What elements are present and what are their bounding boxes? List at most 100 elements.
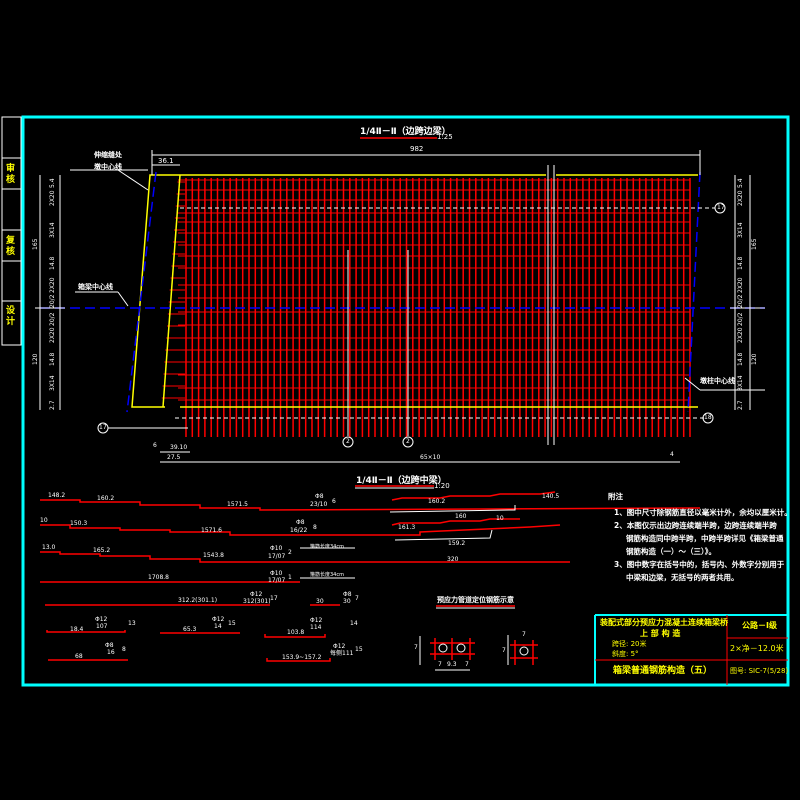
duct-dim-4: 7 <box>465 661 469 668</box>
dim-bottom-6: 6 <box>153 442 157 449</box>
dim-value: 14.8 <box>737 256 744 270</box>
bar13-spec: Φ12 <box>95 616 108 623</box>
dim-top: 982 <box>410 145 424 153</box>
duct-dim-6: 7 <box>522 631 526 638</box>
dim-value: 2X20 <box>737 327 744 343</box>
bar6-count: 23/10 <box>310 501 328 508</box>
bar2-spec: Φ10 <box>270 545 283 552</box>
dim-value: 5.4 <box>49 178 56 188</box>
duct-dim-1: 7 <box>414 644 418 651</box>
bar2-mid: 165.2 <box>93 547 111 554</box>
dim-bottom-main: 65×10 <box>420 454 441 461</box>
dim-value: 2.7 <box>49 400 56 410</box>
note-2: 2、本图仅示出边跨连续端半跨，边跨连续端半跨 <box>614 521 777 530</box>
dim-value: 20/2 <box>737 312 744 326</box>
tb-number: 图号: SIC-7(5/28) <box>730 667 789 675</box>
dim-value: 2X20 <box>737 277 744 293</box>
beam-outline <box>131 174 698 408</box>
bar17-len: 312.2(301.1) <box>178 597 218 604</box>
bar-schedule <box>40 491 701 662</box>
duct-dim-5: 7 <box>502 647 506 654</box>
section2-scale: 1:20 <box>434 482 450 490</box>
bar17-count: 312(301) <box>243 598 271 605</box>
bar7-len: 30 <box>316 598 324 605</box>
bar-total: 320 <box>447 556 459 563</box>
bar1-id: 1 <box>288 574 292 581</box>
barR1-under: 160 <box>455 513 467 520</box>
note-1: 1、图中尺寸除钢筋直径以毫米计外，余均以厘米计。 <box>614 508 792 517</box>
section2-title: 1/4Ⅱ－Ⅱ（边跨中梁） <box>356 476 447 486</box>
barR1-mid: 160.2 <box>428 498 446 505</box>
dim-value: 3X14 <box>737 375 744 391</box>
bar17-spec: Φ12 <box>250 591 263 598</box>
callout-18: 18 <box>704 414 712 421</box>
label-support: 伸缩缝处 <box>94 151 122 159</box>
dim-value: 2X20 <box>49 327 56 343</box>
bar8-spec: Φ8 <box>296 519 305 526</box>
dim-top-small: 36.1 <box>158 157 174 165</box>
bar15b-len: 153.9~157.2 <box>282 654 322 661</box>
barR1-right: 140.5 <box>542 493 560 500</box>
plan-title: 1/4Ⅱ－Ⅱ（边跨边梁） <box>360 127 451 137</box>
bar2-len: 1543.8 <box>203 552 224 559</box>
tb-span: 跨径: 20米 <box>612 640 647 648</box>
notes-list: 1、图中尺寸除钢筋直径以毫米计外，余均以厘米计。 2、本图仅示出边跨连续端半跨，… <box>614 506 792 584</box>
dim-value: 20/2 <box>49 312 56 326</box>
dim-value: 3X14 <box>737 222 744 238</box>
bar15b-count: 每侧111 <box>330 650 354 657</box>
bar15b-spec: Φ12 <box>333 643 346 650</box>
bar6-spec: Φ8 <box>315 493 324 500</box>
callout-2b: 2 <box>406 438 410 445</box>
bar1-len: 1708.8 <box>148 574 169 581</box>
dim-left-total-top: 165 <box>32 238 39 250</box>
bar14-len: 103.8 <box>287 629 305 636</box>
plan-scale: 1:25 <box>437 133 453 141</box>
bar15-spec: Φ12 <box>212 616 225 623</box>
duct-title: 预应力管道定位钢筋示意 <box>437 596 514 604</box>
sidebar-item-design: 设计 <box>6 306 16 327</box>
bar13-count: 107 <box>96 623 108 630</box>
bar1-count: 17/07 <box>268 577 286 584</box>
note-2b: 钢筋构造同中跨半跨，中跨半跨详见《箱梁普通 <box>626 534 784 543</box>
bar14-id: 14 <box>350 620 358 627</box>
duct-detail <box>419 635 538 671</box>
bar-note-2: 箍筋长度34cm <box>310 572 344 578</box>
bar8-left: 10 <box>40 517 48 524</box>
centerlines <box>40 171 765 413</box>
bar14-spec: Φ12 <box>310 617 323 624</box>
dim-right-total-top: 165 <box>751 238 758 250</box>
note-2c: 钢筋构造（一）～（三）》。 <box>626 547 716 556</box>
dim-value: 20/2 <box>737 294 744 308</box>
dim-value: 5.4 <box>737 178 744 188</box>
bar7-count: 30 <box>343 598 351 605</box>
dim-bottom-right: 4 <box>670 451 674 458</box>
bar15-count: 14 <box>214 623 222 630</box>
tb-part: 上 部 构 造 <box>640 629 681 638</box>
bar7-spec: Φ8 <box>343 591 352 598</box>
dim-bottom-275: 27.5 <box>167 454 181 461</box>
bar6-mid: 160.2 <box>97 495 115 502</box>
dim-value: 14.8 <box>49 256 56 270</box>
notes-heading: 附注 <box>608 492 623 501</box>
callout-2a: 2 <box>346 438 350 445</box>
bar2-id: 2 <box>288 549 292 556</box>
bar8-id: 8 <box>313 524 317 531</box>
bar8b-len: 68 <box>75 653 83 660</box>
bar2-count: 17/07 <box>268 553 286 560</box>
label-pier-axis: 墩中心线 <box>94 163 122 171</box>
drawing-frame <box>21 115 790 687</box>
dim-value: 3X14 <box>49 222 56 238</box>
bar8b-spec: Φ8 <box>105 642 114 649</box>
sidebar-frame <box>1 116 22 346</box>
dim-value: 14.8 <box>737 352 744 366</box>
barR2-under: 159.2 <box>448 540 466 547</box>
label-pier-center: 墩柱中心线 <box>700 377 735 385</box>
tb-load: 公路－Ⅰ级 <box>742 621 777 630</box>
bar15-id: 15 <box>228 620 236 627</box>
bar-bends <box>300 505 516 579</box>
bar1-spec: Φ10 <box>270 570 283 577</box>
dim-bottom-39: 39.10 <box>170 444 188 451</box>
tb-drawing-title: 箱梁普通钢筋构造（五） <box>613 666 713 676</box>
sidebar-item-review: 审核 <box>6 164 16 185</box>
